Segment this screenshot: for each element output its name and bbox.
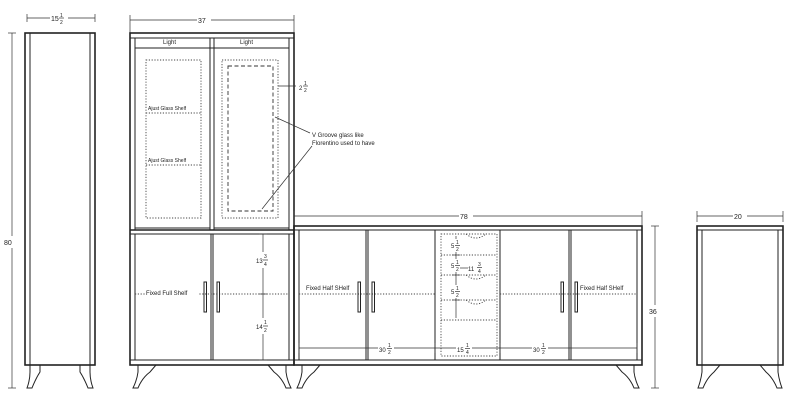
glass-shelf-2-label: Ajust Glass Shelf [148, 158, 187, 164]
drawer-mid-frac-num: 1 [456, 260, 459, 266]
hutch-labels: Light Light Ajust Glass Shelf Ajust Glas… [146, 40, 253, 297]
drawer-bottom-frac-den: 2 [456, 293, 459, 299]
center-section-frac-num: 1 [466, 343, 469, 349]
left-section-frac-num: 1 [388, 343, 391, 349]
credenza-height-label: 36 [649, 309, 657, 316]
lower-gap-frac-num: 1 [264, 320, 267, 326]
credenza-handles [357, 281, 578, 313]
drawer-top-frac-den: 2 [456, 247, 459, 253]
credenza-width-label: 78 [460, 214, 468, 221]
light-right-label: Light [240, 40, 253, 46]
side-view-cabinet [24, 32, 96, 389]
end-width-label: 20 [734, 214, 742, 221]
glass-rail-frac-den: 2 [304, 88, 307, 94]
light-left-label: Light [163, 40, 176, 46]
overall-height-dimension: 80 [3, 32, 21, 389]
drawer-mid-frac-den: 2 [456, 267, 459, 273]
fixed-half-shelf-right-label: Fixed Half SHelf [580, 286, 624, 292]
lower-gap-frac-den: 2 [264, 328, 267, 334]
drawer-bottom-whole: 5 [451, 290, 455, 296]
center-section-whole: 15 [457, 348, 464, 354]
left-section-whole: 30 [379, 348, 386, 354]
upper-gap-whole: 13 [256, 259, 263, 265]
fixed-full-shelf-label: Fixed Full Shelf [146, 291, 188, 297]
credenza-width-dimension: 78 [293, 210, 643, 228]
side-width-whole: 15 [51, 16, 59, 23]
credenza-height-dimension: 36 [648, 225, 662, 389]
glass-rail-dimension: 2 1 2 [278, 81, 308, 94]
drawer-stack-frac-den: 4 [478, 269, 481, 275]
side-width-frac-den: 2 [60, 20, 63, 26]
upper-gap-frac-den: 4 [264, 262, 267, 268]
end-width-dimension: 20 [696, 210, 784, 222]
v-groove-label-line1: V Groove glass like [312, 133, 364, 139]
drawer-mid-whole: 5 [451, 264, 455, 270]
section-width-dimensions: 30 1 2 15 1 4 30 1 2 [298, 341, 638, 356]
overall-height-label: 80 [4, 240, 12, 247]
credenza-labels: Fixed Half SHelf Fixed Half SHelf [304, 283, 632, 292]
hutch-gap-dimensions: 13 3 4 14 1 2 [255, 233, 271, 361]
v-groove-label-line2: Florentino used to have [312, 141, 375, 147]
right-section-frac-num: 1 [542, 343, 545, 349]
glass-shelf-1-label: Ajust Glass Shelf [148, 106, 187, 112]
drawer-top-whole: 5 [451, 244, 455, 250]
drawer-stack-whole: 11 [468, 267, 475, 273]
right-section-whole: 30 [533, 348, 540, 354]
credenza-cabinet [293, 225, 643, 389]
side-width-frac-num: 1 [60, 13, 63, 19]
center-section-frac-den: 4 [466, 350, 469, 356]
end-view-cabinet [696, 225, 784, 389]
fixed-half-shelf-left-label: Fixed Half SHelf [306, 286, 350, 292]
hutch-cabinet [129, 32, 295, 389]
lower-gap-whole: 14 [256, 325, 263, 331]
upper-gap-frac-num: 3 [264, 254, 267, 260]
glass-rail-frac-num: 1 [304, 81, 307, 87]
hutch-width-dimension: 37 [129, 14, 295, 33]
side-width-dimension: 15 1 2 [26, 12, 96, 26]
right-section-frac-den: 2 [542, 350, 545, 356]
drawer-bottom-frac-num: 1 [456, 286, 459, 292]
left-section-frac-den: 2 [388, 350, 391, 356]
hutch-handles [203, 281, 220, 313]
drawer-dimensions: 5 1 2 5 1 2 5 1 2 11 3 4 [450, 236, 486, 318]
glass-rail-whole: 2 [299, 86, 303, 92]
v-groove-callout: V Groove glass like Florentino used to h… [261, 116, 375, 210]
hutch-width-label: 37 [198, 18, 206, 25]
drawer-stack-frac-num: 3 [478, 262, 481, 268]
drawer-top-frac-num: 1 [456, 240, 459, 246]
